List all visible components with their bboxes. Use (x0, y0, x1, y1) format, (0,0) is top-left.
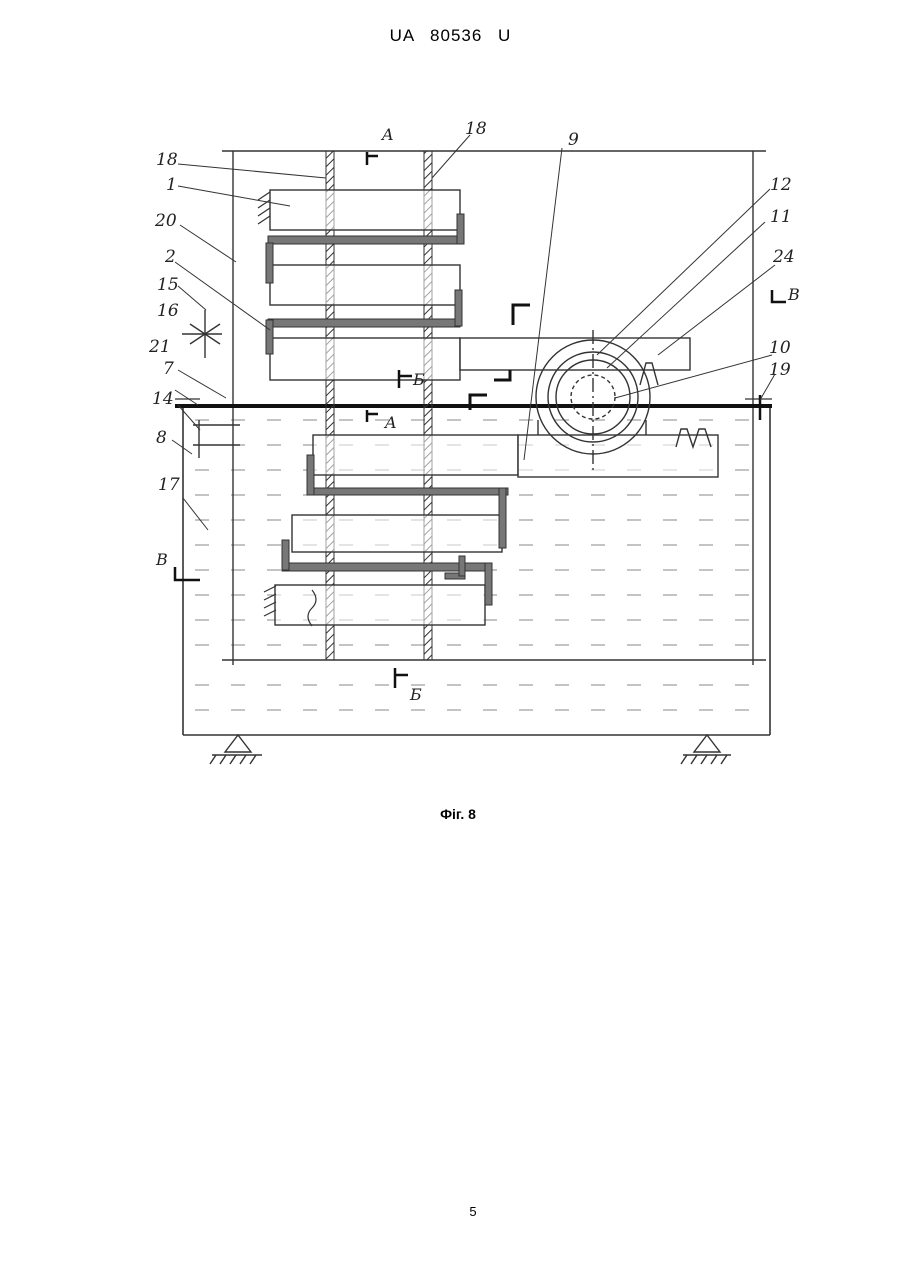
figure-caption: Фіг. 8 (0, 806, 901, 822)
ref-label-11: 11 (770, 207, 792, 227)
ref-label-18a: 18 (156, 150, 178, 170)
section-mark-v-right: В (787, 285, 800, 304)
section-mark-a-top: A (380, 125, 394, 144)
ref-label-2: 2 (164, 247, 176, 267)
ref-label-15: 15 (157, 275, 179, 295)
ref-label-8: 8 (156, 428, 167, 448)
ref-label-14: 14 (152, 389, 174, 409)
upper-blades (270, 190, 460, 380)
page-number: 5 (0, 1204, 901, 1219)
section-mark-b-bottom: Б (409, 685, 422, 704)
section-mark-a-mid: A (383, 413, 397, 432)
ref-label-21: 21 (148, 337, 171, 357)
technical-drawing: 18 18 1 20 2 15 16 21 7 14 8 17 9 12 11 … (0, 0, 901, 800)
ref-label-9: 9 (568, 130, 579, 150)
ref-label-1: 1 (166, 175, 177, 195)
ref-label-12: 12 (770, 175, 792, 195)
bearing-marks (182, 310, 240, 458)
section-mark-v-left: В (155, 550, 168, 569)
ref-label-18b: 18 (465, 119, 487, 139)
ref-label-19: 19 (769, 360, 791, 380)
ref-label-17: 17 (158, 475, 180, 495)
ref-label-10: 10 (769, 338, 791, 358)
section-mark-b-mid: Б (412, 370, 425, 389)
ref-label-7: 7 (163, 359, 174, 379)
ref-label-16: 16 (157, 301, 179, 321)
ref-label-20: 20 (154, 211, 177, 231)
ref-label-24: 24 (772, 247, 795, 267)
support-left (210, 735, 262, 764)
support-right (681, 735, 731, 764)
